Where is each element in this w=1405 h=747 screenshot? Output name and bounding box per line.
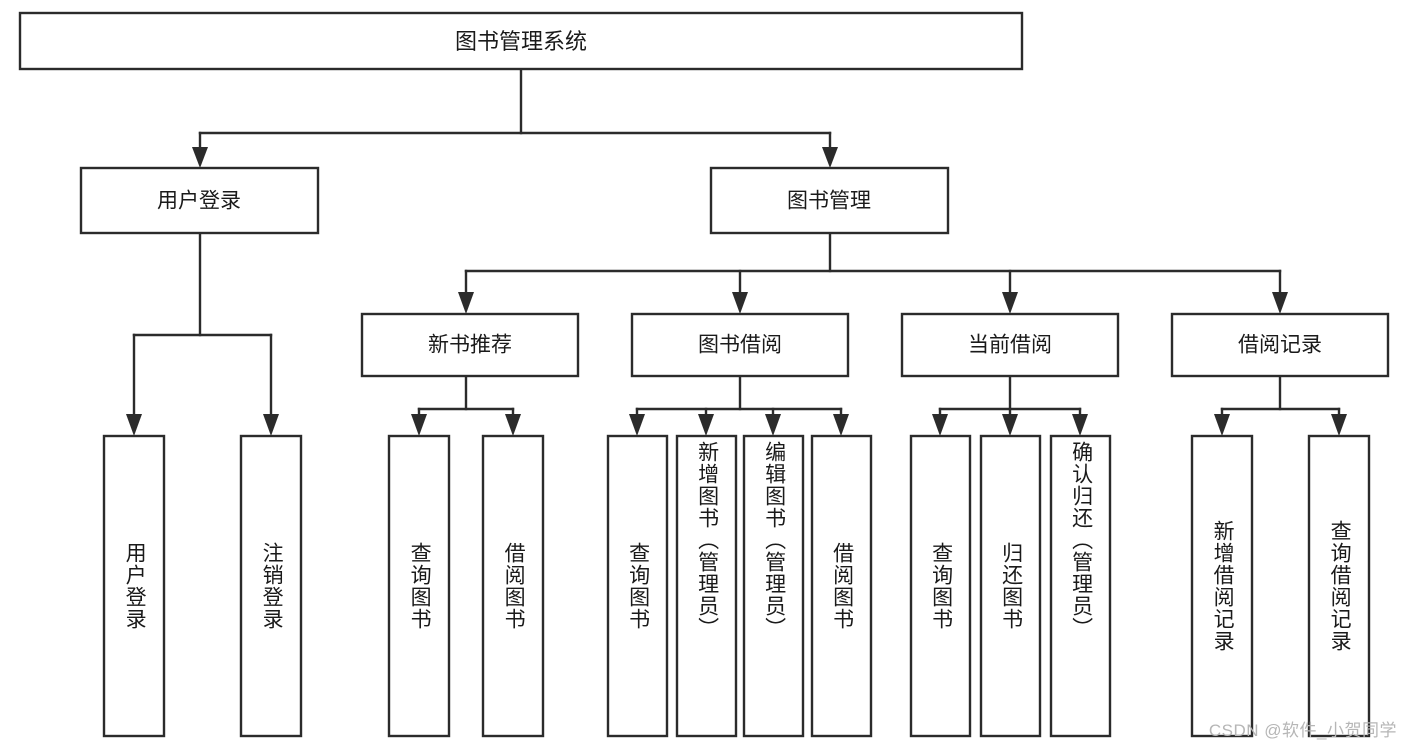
arrow-bookmgmt-child-3 xyxy=(1002,292,1018,314)
arrow-borrowrecord-leaf-2 xyxy=(1331,414,1347,436)
arrow-bookborrow-leaf-4 xyxy=(833,414,849,436)
arrow-root-to-bookmgmt xyxy=(822,147,838,168)
node-user-login-label: 用户登录 xyxy=(157,190,241,213)
arrow-userlogin-leaf-2 xyxy=(263,414,279,436)
leaf-boxes xyxy=(102,434,1371,738)
node-borrow-record[interactable]: 借阅记录 xyxy=(1170,312,1390,378)
node-root[interactable]: 图书管理系统 xyxy=(18,11,1024,71)
leaf-box-current-borrow-3[interactable] xyxy=(1049,434,1112,738)
arrow-newbook-leaf-2 xyxy=(505,414,521,436)
arrow-currentborrow-leaf-1 xyxy=(932,414,948,436)
arrow-bookmgmt-child-4 xyxy=(1272,292,1288,314)
node-book-management[interactable]: 图书管理 xyxy=(709,166,950,235)
arrow-borrowrecord-leaf-1 xyxy=(1214,414,1230,436)
leaf-box-new-book-1[interactable] xyxy=(387,434,451,738)
arrow-bookmgmt-child-2 xyxy=(732,292,748,314)
node-user-login[interactable]: 用户登录 xyxy=(79,166,320,235)
leaf-box-current-borrow-1[interactable] xyxy=(909,434,972,738)
node-new-book-recommend-label: 新书推荐 xyxy=(428,334,512,357)
leaf-box-borrow-record-1[interactable] xyxy=(1190,434,1254,738)
node-current-borrow-label: 当前借阅 xyxy=(968,334,1052,357)
node-new-book-recommend[interactable]: 新书推荐 xyxy=(360,312,580,378)
leaf-box-borrow-record-2[interactable] xyxy=(1307,434,1371,738)
leaf-box-book-borrow-1[interactable] xyxy=(606,434,669,738)
arrow-bookmgmt-child-1 xyxy=(458,292,474,314)
arrow-newbook-leaf-1 xyxy=(411,414,427,436)
leaf-box-book-borrow-3[interactable] xyxy=(742,434,805,738)
node-root-label: 图书管理系统 xyxy=(455,29,587,54)
arrow-bookborrow-leaf-1 xyxy=(629,414,645,436)
arrow-root-to-userlogin xyxy=(192,147,208,168)
arrow-bookborrow-leaf-2 xyxy=(698,414,714,436)
arrow-currentborrow-leaf-2 xyxy=(1002,414,1018,436)
arrow-userlogin-leaf-1 xyxy=(126,414,142,436)
leaf-box-book-borrow-4[interactable] xyxy=(810,434,873,738)
connectors xyxy=(126,67,1347,436)
leaf-box-current-borrow-2[interactable] xyxy=(979,434,1042,738)
arrow-currentborrow-leaf-3 xyxy=(1072,414,1088,436)
leaf-box-book-borrow-2[interactable] xyxy=(675,434,738,738)
leaf-box-user-login-1[interactable] xyxy=(102,434,166,738)
node-book-management-label: 图书管理 xyxy=(787,190,871,213)
node-book-borrow-label: 图书借阅 xyxy=(698,334,782,357)
node-book-borrow[interactable]: 图书借阅 xyxy=(630,312,850,378)
leaf-box-new-book-2[interactable] xyxy=(481,434,545,738)
node-current-borrow[interactable]: 当前借阅 xyxy=(900,312,1120,378)
node-borrow-record-label: 借阅记录 xyxy=(1238,334,1322,357)
leaf-box-user-login-2[interactable] xyxy=(239,434,303,738)
arrow-bookborrow-leaf-3 xyxy=(765,414,781,436)
